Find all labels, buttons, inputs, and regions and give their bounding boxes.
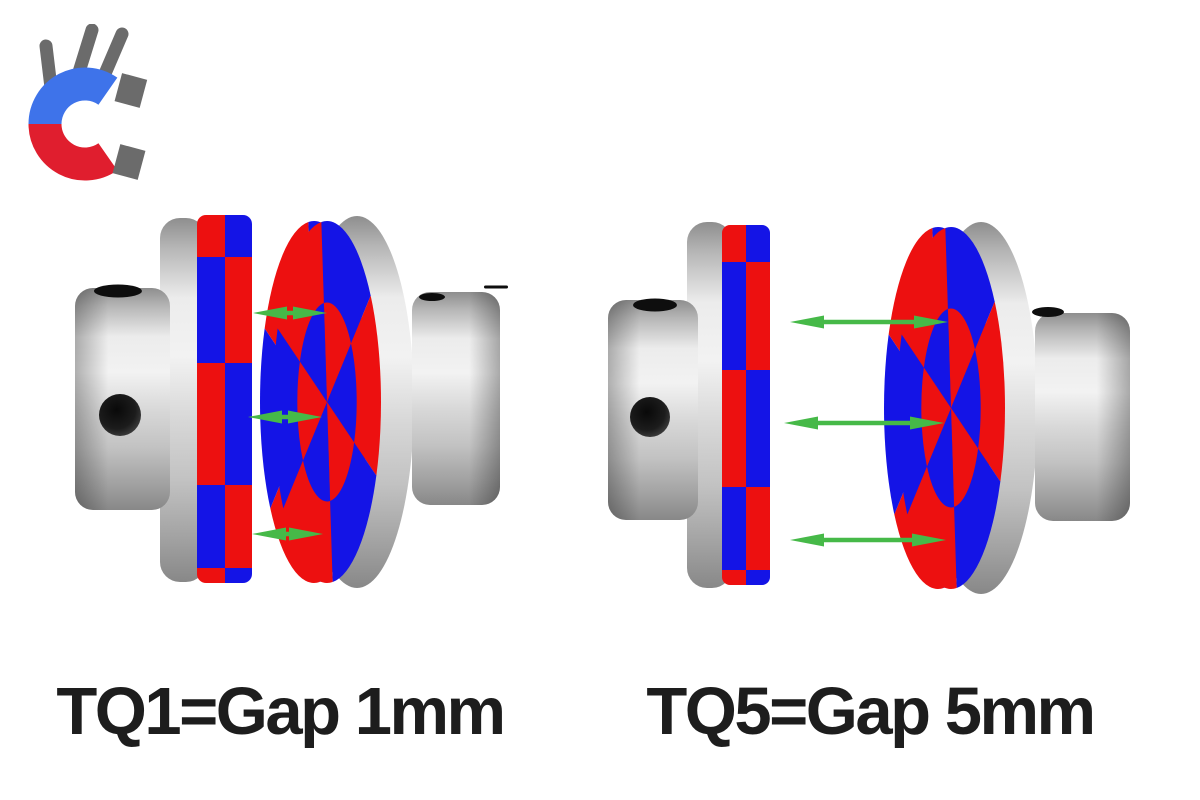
set-screw-icon [419,293,445,301]
caption-tq5: TQ5=Gap 5mm [646,673,1096,749]
set-screw-icon [94,284,142,298]
horseshoe-magnet-icon [28,67,148,181]
gap-arrow-icon [784,416,944,430]
gap-arrows [784,315,948,547]
set-screw-icon [633,298,677,312]
gap-arrow-icon [790,533,946,547]
gap-arrow-icon [248,410,322,424]
right-magnet-disc [273,221,381,583]
coupling-tq5-illustration [608,222,1130,594]
left-hub [75,218,206,582]
gap-arrow-icon [252,527,323,541]
set-screw-icon [1032,307,1064,317]
gap-arrow-icon [253,306,327,320]
left-magnet-disc [722,225,770,585]
magnet-logo-icon [28,24,148,181]
right-hub [1032,307,1130,521]
gap-arrows [248,306,327,541]
left-hub [608,222,732,588]
shaft-hole-icon [99,394,141,436]
coupling-tq1-illustration [75,215,508,588]
left-magnet-disc [197,215,252,583]
shaft-hole-icon [630,397,670,437]
caption-tq1: TQ1=Gap 1mm [56,673,506,749]
gap-arrow-icon [790,315,948,329]
right-hub [412,285,508,505]
